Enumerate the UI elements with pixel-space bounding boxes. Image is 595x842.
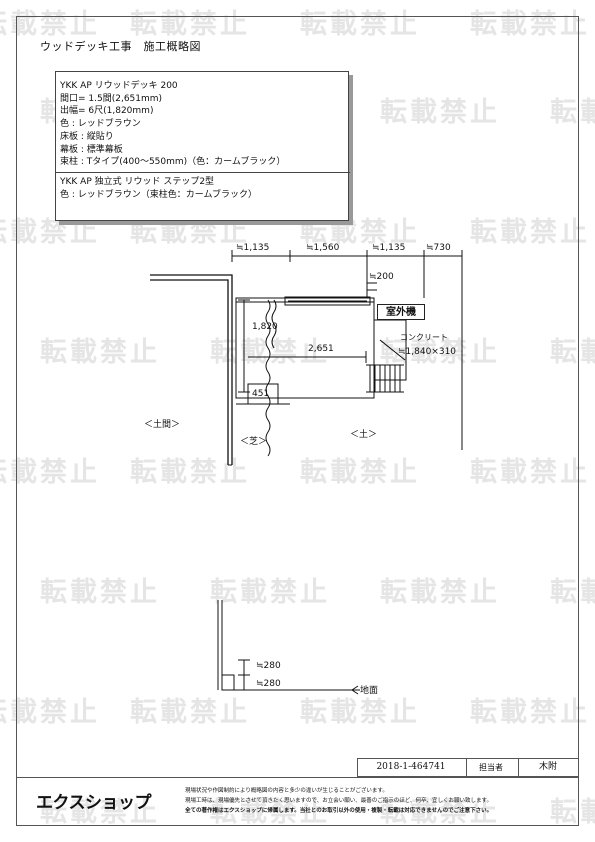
dim-top-1135-right: ≒1,135 bbox=[372, 243, 406, 253]
footer-note: 現場状況や作図制約により概略図の内容と多少の違いが生じることがございます。 bbox=[185, 788, 388, 794]
ground-label: 地面 bbox=[360, 686, 379, 696]
drawing-frame bbox=[16, 16, 579, 826]
order-number: 2018-1-464741 bbox=[376, 762, 446, 772]
footer-note: 現場工時は、現場優先とさせて頂きたく思いますので、お立会い願い、最善のご指示のほ… bbox=[185, 798, 492, 804]
shiba-label: ＜芝＞ bbox=[240, 437, 268, 447]
ac-unit-box bbox=[284, 296, 371, 306]
dim-width-2651: 2,651 bbox=[308, 344, 334, 354]
spec-line: 間口= 1.5間(2,651mm) bbox=[60, 93, 163, 104]
ac-unit-label: 室外機 bbox=[377, 304, 425, 320]
deck-outline bbox=[235, 297, 375, 399]
footer-info-cells bbox=[357, 758, 579, 777]
spec-line: 幕板 : 標準幕板 bbox=[60, 144, 123, 155]
dim-step-451: 451 bbox=[252, 389, 270, 399]
dim-top-1560: ≒1,560 bbox=[306, 243, 340, 253]
grass-edge bbox=[265, 299, 271, 457]
dim-top-1135-left: ≒1,135 bbox=[236, 243, 270, 253]
person-name: 木附 bbox=[538, 762, 557, 772]
concrete-leader bbox=[379, 339, 406, 361]
footer-band bbox=[16, 777, 579, 826]
spec-box: YKK AP リウッドデッキ 200 間口= 1.5間(2,651mm) 出幅=… bbox=[55, 71, 350, 221]
concrete-size-label: ≒1,840×310 bbox=[398, 347, 457, 357]
dim-top-730: ≒730 bbox=[426, 243, 451, 253]
document-title: ウッドデッキ工事 施工概略図 bbox=[40, 40, 201, 53]
brand-logo: エクスショップ bbox=[36, 793, 152, 813]
doma-label: ＜土間＞ bbox=[144, 420, 181, 430]
dim-depth-1820: 1,820 bbox=[252, 322, 278, 332]
spec-divider bbox=[56, 171, 350, 173]
spec-line: 色 : レッドブラウン bbox=[60, 119, 141, 130]
tsuchi-label: ＜土＞ bbox=[350, 430, 378, 440]
dim-height-280-lower: ≒280 bbox=[256, 679, 281, 689]
house-wall bbox=[150, 274, 233, 465]
person-label: 担当者 bbox=[479, 763, 503, 772]
spec-line: 出幅= 6尺(1,820mm) bbox=[60, 106, 154, 117]
dim-height-280-upper: ≒280 bbox=[256, 661, 281, 671]
footer-note: 全ての著作権はエクスショップに帰属します。当社とのお取引以外の使用・複製・転載は… bbox=[185, 808, 493, 814]
spec-line: 床板 : 縦貼り bbox=[60, 131, 114, 142]
step-block bbox=[366, 364, 404, 393]
step-spec-line: 色 : レッドブラウン（束柱色：カームブラック） bbox=[60, 189, 257, 200]
dim-gap-200: ≒200 bbox=[369, 272, 394, 282]
spec-line: 束柱 : Tタイプ(400～550mm)（色：カームブラック） bbox=[60, 157, 286, 168]
concrete-label: コンクリート bbox=[400, 333, 448, 342]
spec-line: YKK AP リウッドデッキ 200 bbox=[60, 81, 178, 91]
step-spec-line: YKK AP 独立式 リウッド ステップ2型 bbox=[60, 176, 215, 187]
